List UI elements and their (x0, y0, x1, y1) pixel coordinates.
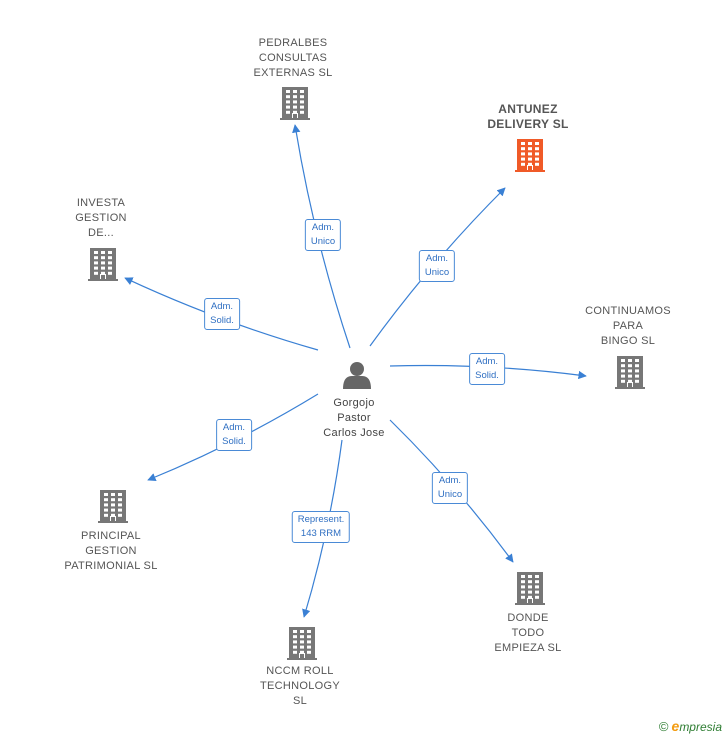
company-investa[interactable]: INVESTA GESTION DE... (75, 196, 127, 241)
company-continuamos-line: PARA (612, 320, 644, 332)
building-icon[interactable] (88, 248, 118, 281)
brand-logo[interactable]: empresia (672, 718, 722, 734)
relation-label-pedralbes: Adm. Unico (304, 219, 342, 251)
company-donde-line: DONDE (507, 612, 549, 624)
person-icon[interactable] (343, 362, 371, 389)
relation-label-investa: Adm. Solid. (204, 298, 240, 330)
brand-initial: e (671, 718, 680, 734)
company-donde-line: EMPIEZA SL (494, 642, 562, 654)
relation-label-continuamos-line: Solid. (475, 370, 499, 381)
person-name-line: Carlos Jose (323, 427, 385, 439)
relation-label-donde-line: Unico (437, 489, 463, 500)
relation-label-nccm-line: 143 RRM (300, 528, 342, 539)
company-pedralbes-line: CONSULTAS (258, 52, 328, 64)
company-continuamos-line: CONTINUAMOS (585, 305, 671, 317)
relation-label-investa-line: Solid. (210, 315, 234, 326)
relation-label-principal: Adm. Solid. (216, 419, 252, 451)
building-icon[interactable] (515, 139, 545, 172)
building-icon[interactable] (287, 627, 317, 660)
building-icon[interactable] (280, 87, 310, 120)
company-investa-line: GESTION (75, 212, 127, 224)
company-pedralbes-line: EXTERNAS SL (253, 67, 333, 79)
relation-label-donde: Adm. Unico (431, 472, 469, 504)
copyright-symbol: © (658, 718, 669, 734)
company-donde-line: TODO (511, 627, 545, 639)
building-icon[interactable] (515, 572, 545, 605)
relation-label-pedralbes-line: Unico (310, 236, 336, 247)
company-continuamos-line: BINGO SL (600, 335, 656, 347)
relation-label-pedralbes-line: Adm. (311, 222, 335, 233)
company-pedralbes-line: PEDRALBES (258, 37, 328, 49)
company-principal-line: PRINCIPAL (81, 530, 141, 542)
relation-label-continuamos-line: Adm. (475, 356, 499, 367)
company-continuamos[interactable]: CONTINUAMOS PARA BINGO SL (585, 304, 671, 349)
relation-label-nccm-line: Represent. (297, 514, 345, 525)
person-name-line: Gorgojo (333, 397, 375, 409)
company-nccm-line: TECHNOLOGY (259, 680, 341, 692)
company-antunez-line: DELIVERY SL (487, 117, 569, 131)
company-investa-line: DE... (88, 227, 114, 239)
relation-label-antunez-line: Adm. (425, 253, 449, 264)
company-principal-line: GESTION (85, 545, 137, 557)
company-donde[interactable]: DONDE TODO EMPIEZA SL (494, 611, 561, 656)
company-principal[interactable]: PRINCIPAL GESTION PATRIMONIAL SL (64, 529, 157, 574)
relation-label-investa-line: Adm. (210, 301, 234, 312)
brand-name: mpresia (679, 720, 722, 734)
company-nccm-line: NCCM ROLL (266, 665, 334, 677)
company-investa-line: INVESTA (76, 197, 126, 209)
building-icon[interactable] (615, 356, 645, 389)
relation-label-antunez: Adm. Unico (418, 250, 456, 282)
building-icon[interactable] (98, 490, 128, 523)
company-nccm-line: SL (292, 695, 308, 707)
company-antunez-line: ANTUNEZ (498, 102, 558, 116)
relation-label-antunez-line: Unico (424, 267, 450, 278)
relation-label-principal-line: Solid. (222, 436, 246, 447)
company-pedralbes[interactable]: PEDRALBES CONSULTAS EXTERNAS SL (253, 36, 332, 81)
relation-label-donde-line: Adm. (438, 475, 462, 486)
relation-label-nccm: Represent. 143 RRM (291, 511, 351, 543)
person-name-line: Pastor (337, 412, 371, 424)
company-nccm[interactable]: NCCM ROLL TECHNOLOGY SL (260, 664, 340, 709)
relation-label-principal-line: Adm. (222, 422, 246, 433)
relation-label-continuamos: Adm. Solid. (469, 353, 505, 385)
company-principal-line: PATRIMONIAL SL (64, 560, 158, 572)
footer-brand: © empresia (659, 718, 722, 734)
